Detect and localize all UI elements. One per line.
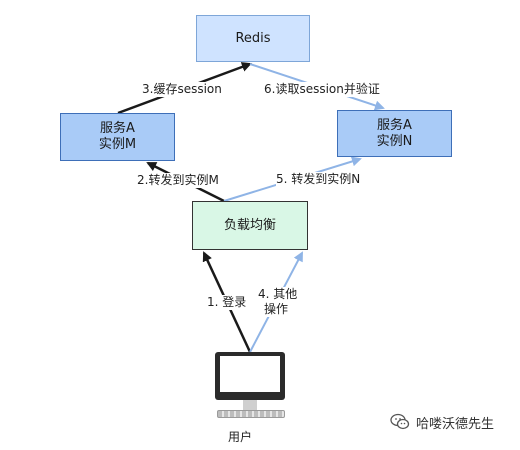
edge-label-forward-n: 5. 转发到实例N <box>276 172 361 187</box>
service-m-instance: 实例M <box>98 137 137 152</box>
watermark-text: 哈喽沃德先生 <box>416 416 495 432</box>
service-n-instance: 实例N <box>376 133 413 149</box>
service-m-name: 服务A <box>100 121 135 136</box>
service-a-instance-m: 服务A 实例M <box>60 113 175 161</box>
watermark: 哈喽沃德先生 <box>390 412 494 432</box>
load-balancer-label: 负载均衡 <box>223 217 276 233</box>
user-label: 用户 <box>228 430 253 444</box>
edge-label-other-ops-2: 操作 <box>264 302 289 317</box>
computer-icon <box>211 352 291 424</box>
redis-node: Redis <box>196 15 310 62</box>
edge-label-other-ops-1: 4. 其他 <box>258 287 298 302</box>
wechat-icon <box>390 413 410 430</box>
redis-label: Redis <box>235 30 271 46</box>
service-n-name: 服务A <box>377 117 412 133</box>
edge-label-read-session: 6.读取session并验证 <box>264 82 380 97</box>
edge-label-login: 1. 登录 <box>207 295 247 310</box>
load-balancer-node: 负载均衡 <box>192 201 308 250</box>
edge-label-cache-session: 3.缓存session <box>142 82 222 97</box>
edge-label-forward-m: 2.转发到实例M <box>137 173 219 188</box>
service-a-instance-n: 服务A 实例N <box>337 110 452 157</box>
